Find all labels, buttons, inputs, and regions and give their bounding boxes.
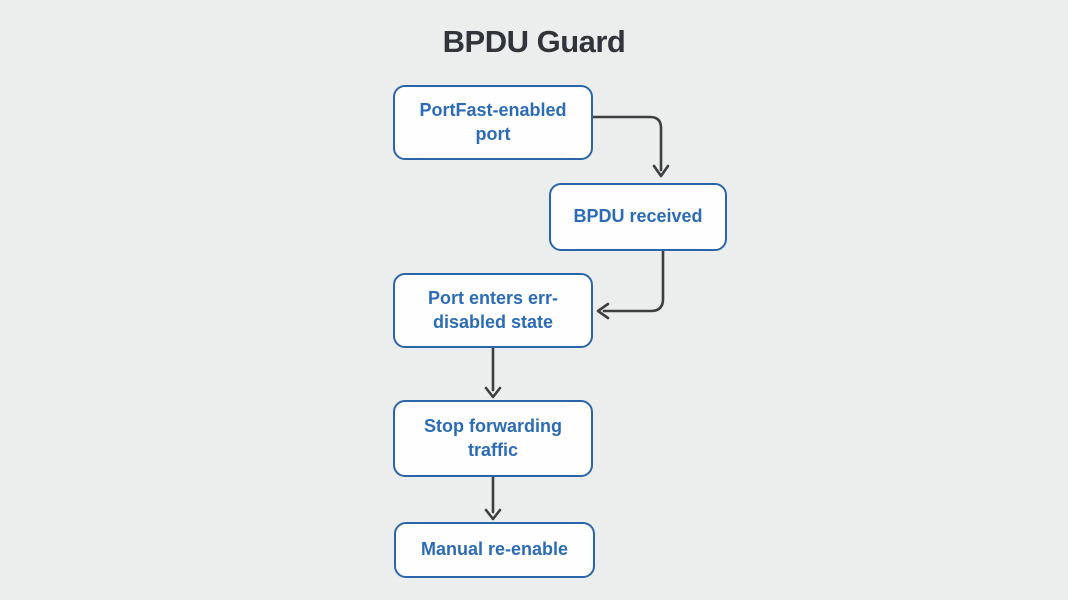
- diagram-title: BPDU Guard: [442, 24, 626, 59]
- flow-node-portfast-enabled-port: PortFast-enabled port: [393, 85, 593, 160]
- flow-node-label: Manual re-enable: [420, 539, 569, 560]
- arrow-portfast-to-bpdu-received: [591, 115, 670, 178]
- flow-node-bpdu-received: BPDU received: [549, 183, 727, 251]
- flow-node-label: Stop forwarding traffic: [424, 416, 562, 460]
- arrow-bpdu-received-to-err-disabled: [596, 249, 665, 320]
- flow-node-err-disabled-state: Port enters err-disabled state: [393, 273, 593, 348]
- arrow-stop-forwarding-to-manual-reenable: [484, 475, 502, 521]
- flow-node-label: Port enters err-disabled state: [427, 288, 559, 332]
- flow-node-stop-forwarding-traffic: Stop forwarding traffic: [393, 400, 593, 477]
- flow-node-manual-re-enable: Manual re-enable: [394, 522, 595, 578]
- flow-node-label: PortFast-enabled port: [419, 100, 567, 144]
- flow-node-label: BPDU received: [573, 206, 703, 227]
- arrow-err-disabled-to-stop-forwarding: [484, 346, 502, 399]
